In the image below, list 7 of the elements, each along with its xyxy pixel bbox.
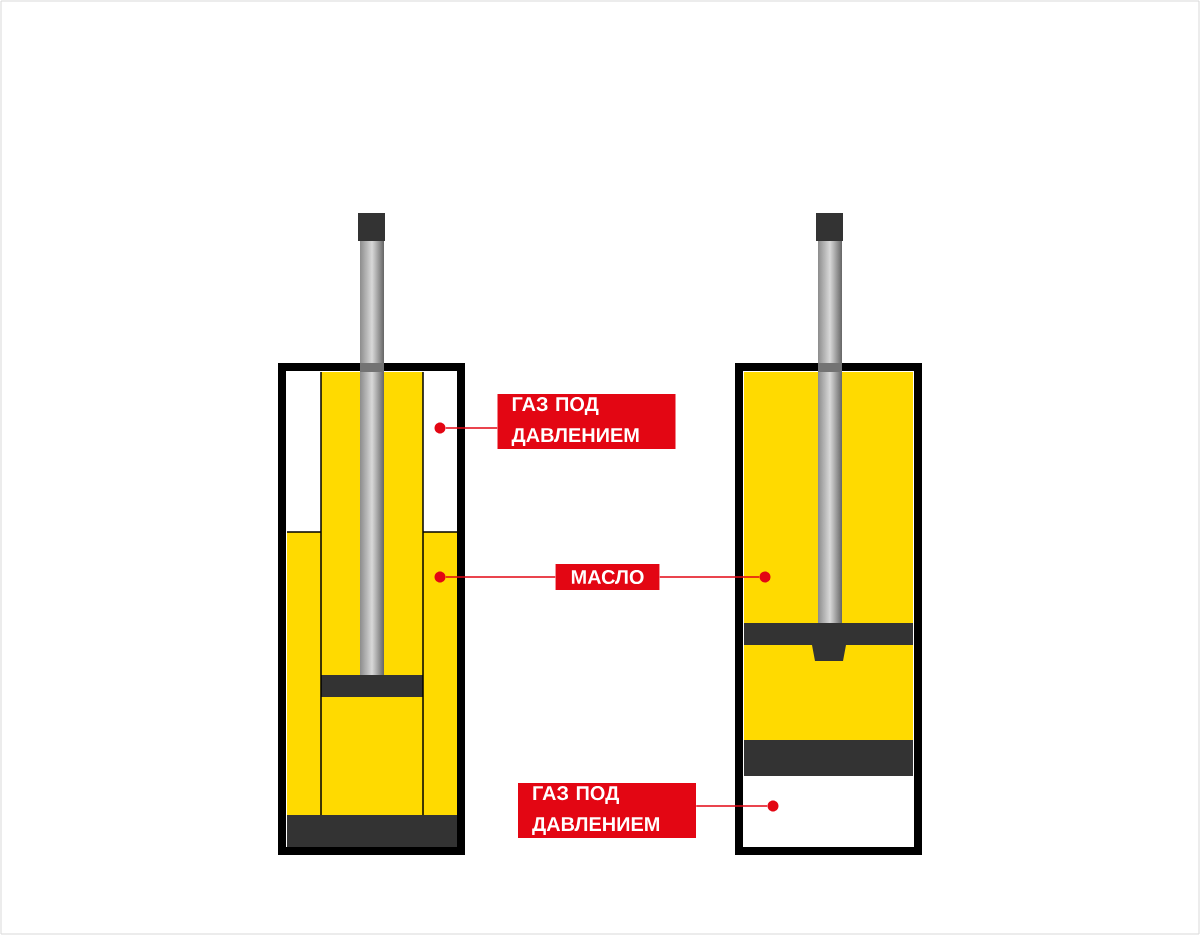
leader-line	[444, 576, 557, 578]
leader-line	[695, 805, 769, 807]
label-box: ГАЗ ПОД ДАВЛЕНИЕМ	[497, 394, 676, 449]
label-box: ГАЗ ПОД ДАВЛЕНИЕМ	[518, 783, 696, 838]
leader-line	[658, 576, 761, 578]
leader-line	[444, 427, 499, 429]
label-box: МАСЛО	[555, 564, 660, 590]
